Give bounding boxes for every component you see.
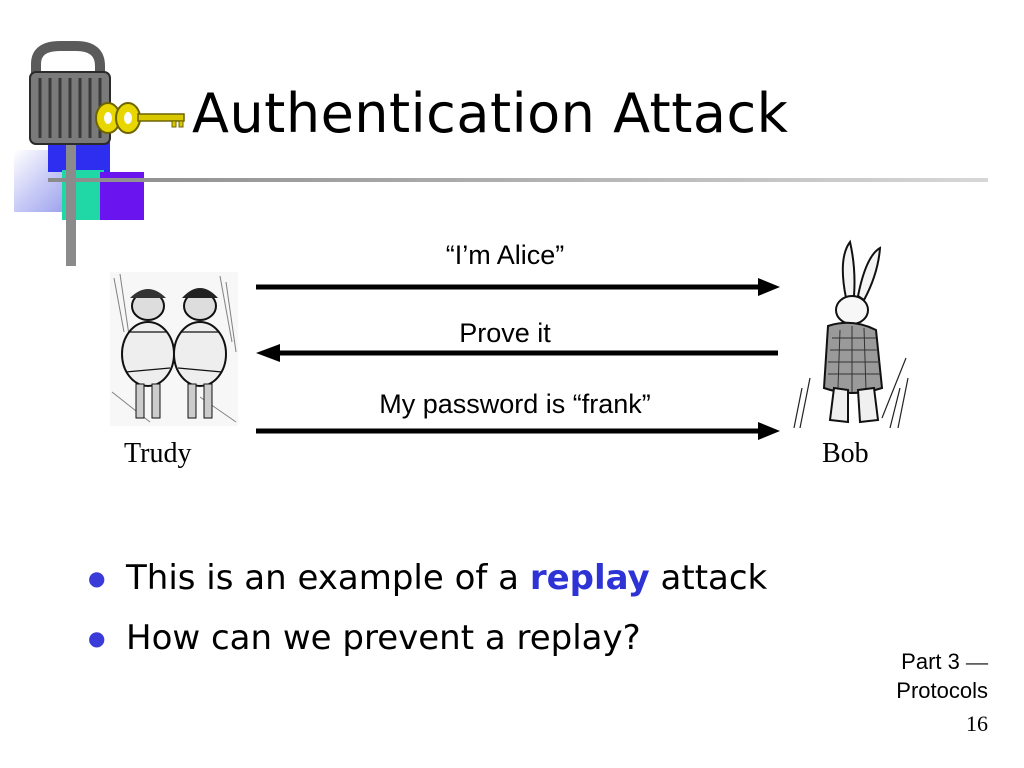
bullet-item: ● This is an example of a replay attack [88,548,767,608]
slide-title: Authentication Attack [192,82,789,145]
footer-section-label: Part 3 — Protocols [896,647,988,705]
bullet-icon: ● [88,626,106,650]
bullet-item: ● How can we prevent a replay? [88,608,767,668]
highlighted-term: replay [529,558,650,598]
bullet-list: ● This is an example of a replay attack … [88,548,767,668]
bullet-text: How can we prevent a replay? [126,618,641,658]
arrow-to-bob-2 [256,422,780,440]
footer-protocols: Protocols [896,678,988,703]
message-2: Prove it [459,318,551,348]
footer-part: Part 3 [901,649,960,674]
participant-trudy: Trudy [124,438,192,469]
arrow-to-bob-1 [256,278,780,296]
bullet-text: This is an example of a [126,558,530,598]
page-number: 16 [966,711,988,736]
participant-bob: Bob [822,438,869,469]
message-1: “I’m Alice” [445,240,565,270]
message-3: My password is “frank” [379,389,651,419]
arrow-to-trudy [256,344,778,362]
message-arrows [256,278,780,440]
title-underline-bar [48,178,988,182]
bob-illustration [790,238,912,428]
bullet-icon: ● [88,566,106,590]
bullet-text-end: attack [649,558,768,598]
footer-dash: — [966,649,988,674]
trudy-illustration [110,272,238,426]
keys-icon [95,102,185,134]
decorative-vertical-bar [66,96,76,266]
